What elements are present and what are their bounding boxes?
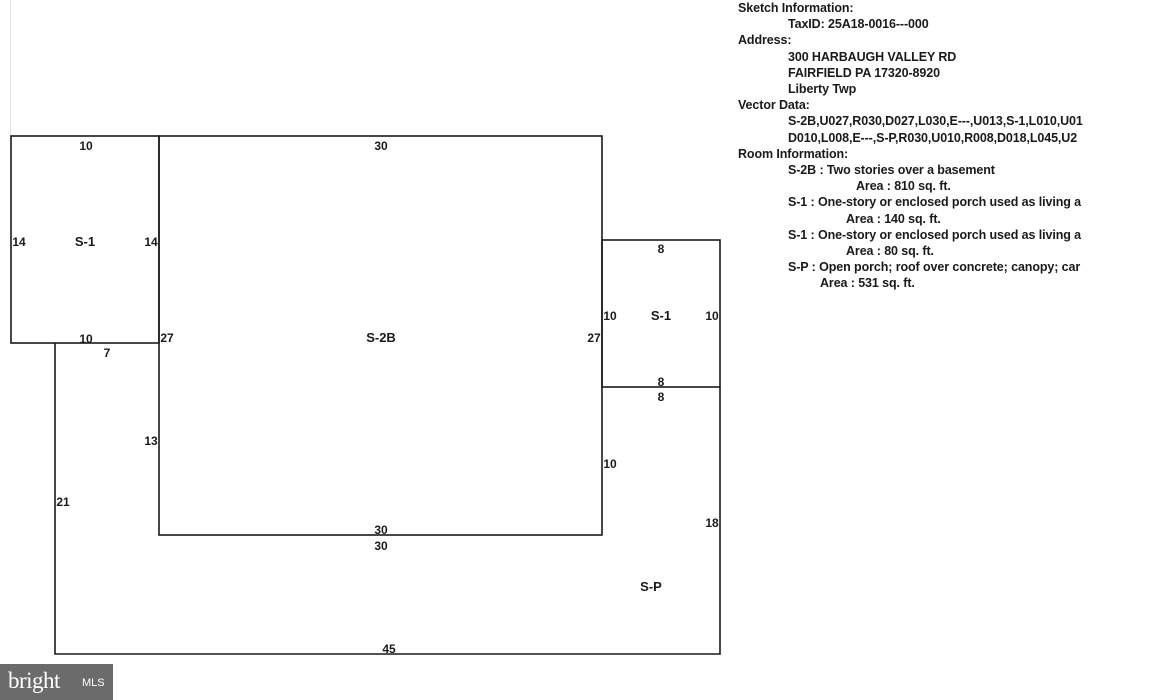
dim-porch-step: 7 [104, 346, 111, 360]
room-desc: S-1 : One-story or enclosed porch used a… [788, 227, 1081, 242]
tax-id: TaxID: 25A18-0016---000 [788, 17, 929, 32]
dim-main-bottom: 30 [374, 523, 388, 537]
area-label-sp: S-P [640, 579, 662, 594]
address-heading: Address: [738, 33, 792, 48]
room-info-heading: Room Information: [738, 146, 849, 161]
dim-right-top: 8 [658, 242, 665, 256]
page-edge-rule [10, 0, 11, 140]
dim-left-bottom: 10 [79, 332, 93, 346]
bright-mls-logo: bright MLS [0, 664, 113, 700]
area-label-s2b: S-2B [366, 330, 396, 345]
room-area: Area : 140 sq. ft. [846, 211, 941, 226]
logo-suffix: MLS [82, 677, 105, 689]
dim-main-top: 30 [374, 139, 388, 153]
area-label-s1-left: S-1 [75, 234, 95, 249]
dim-porch-left: 21 [56, 495, 70, 509]
dim-main-left: 27 [160, 331, 174, 345]
dim-porch-inner-bottom: 30 [374, 539, 388, 553]
logo-wordmark: bright [8, 668, 60, 693]
porch-sp-outline [54, 343, 721, 655]
vector-data-line-1: S-2B,U027,R030,D027,L030,E---,U013,S-1,L… [788, 114, 1083, 129]
room-desc: S-2B : Two stories over a basement [788, 163, 995, 178]
address-line-3: Liberty Twp [788, 82, 857, 97]
dim-porch-upper-left: 13 [144, 434, 158, 448]
area-label-s1-right: S-1 [651, 308, 671, 323]
room-area: Area : 80 sq. ft. [846, 244, 934, 259]
vector-data-heading: Vector Data: [738, 98, 810, 113]
dim-porch-right: 18 [705, 516, 719, 530]
dim-left-right: 14 [144, 235, 158, 249]
dim-porch-bottom: 45 [382, 642, 396, 656]
dim-left-left: 14 [12, 235, 26, 249]
dim-main-right: 27 [587, 331, 601, 345]
address-line-1: 300 HARBAUGH VALLEY RD [788, 49, 957, 64]
room-area: Area : 531 sq. ft. [820, 276, 915, 291]
room-desc: S-P : Open porch; roof over concrete; ca… [788, 260, 1081, 275]
dim-left-top: 10 [79, 139, 93, 153]
dim-right-bottom: 8 [658, 375, 665, 389]
sketch-info-heading: Sketch Information: [738, 1, 854, 15]
dim-porch-top: 8 [658, 390, 665, 404]
dim-porch-inner-right: 10 [603, 457, 617, 471]
address-line-2: FAIRFIELD PA 17320-8920 [788, 65, 940, 80]
vector-data-line-2: D010,L008,E---,S-P,R030,U010,R008,D018,L… [788, 130, 1078, 145]
dim-right-left: 10 [603, 309, 617, 323]
room-area: Area : 810 sq. ft. [856, 179, 951, 194]
sketch-info-panel: Sketch Information: TaxID: 25A18-0016---… [738, 0, 1130, 300]
dim-right-right: 10 [705, 309, 719, 323]
room-desc: S-1 : One-story or enclosed porch used a… [788, 195, 1081, 210]
room-s1-right-outline [601, 239, 721, 388]
